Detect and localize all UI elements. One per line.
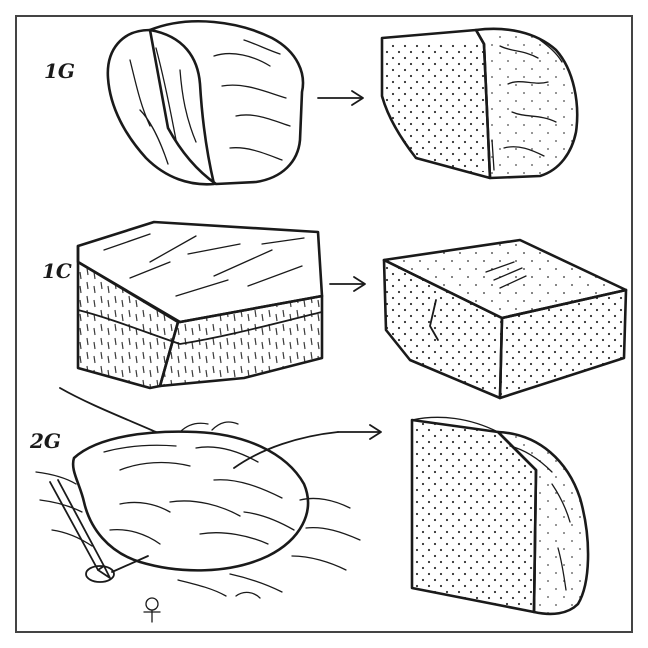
- label-1g: 1G: [44, 59, 75, 83]
- label-1c: 1C: [42, 259, 72, 283]
- label-2g: 2G: [29, 429, 61, 453]
